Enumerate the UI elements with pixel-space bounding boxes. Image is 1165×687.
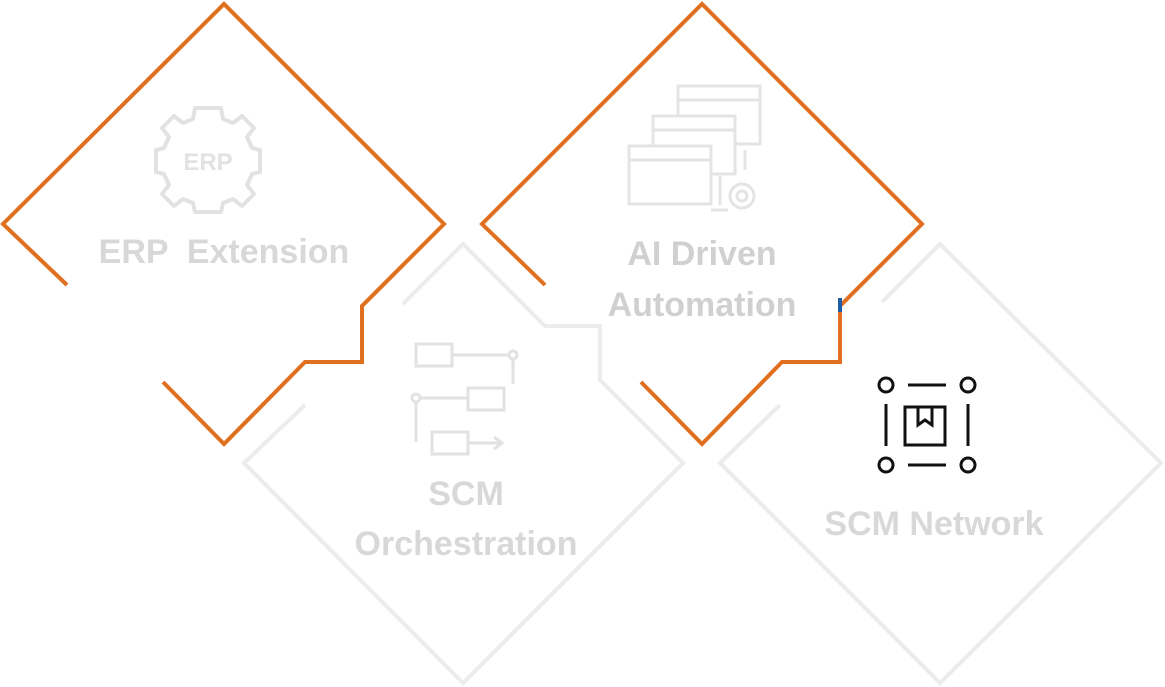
- erp-extension-label: ERP Extension: [99, 233, 350, 271]
- workflow-flow-icon: [410, 342, 519, 456]
- erp-extension-outline: [0, 1, 447, 447]
- scm-network-label: SCM Network: [824, 505, 1043, 543]
- scm-network-card[interactable]: [717, 241, 1164, 686]
- erp-gear-icon: ERP: [154, 106, 262, 214]
- scm-orchestration-outline: [241, 241, 686, 686]
- ai-driven-automation-outline: [479, 1, 925, 447]
- scm-orchestration-label-line-1: SCM: [428, 475, 504, 513]
- erp-icon-text: ERP: [183, 149, 232, 176]
- ai-driven-automation-label-line-2: Automation: [608, 286, 797, 324]
- ai-driven-automation-card[interactable]: [479, 1, 925, 447]
- erp-extension-card[interactable]: [0, 1, 447, 447]
- package-network-icon: [877, 376, 977, 474]
- scm-orchestration-label-line-2: Orchestration: [355, 525, 578, 563]
- scm-orchestration-card[interactable]: [241, 241, 686, 686]
- scm-network-outline: [717, 241, 1164, 686]
- automation-windows-gear-icon: [627, 84, 762, 212]
- ai-driven-automation-label-line-1: AI Driven: [627, 235, 776, 273]
